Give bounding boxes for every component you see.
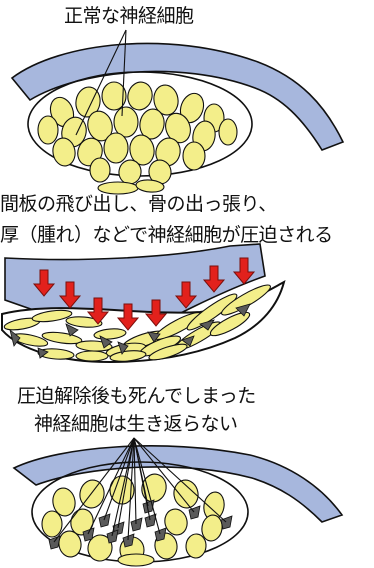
compression-arrow: [144, 299, 168, 327]
normal-neuron-cells: [37, 81, 238, 195]
pointer-line: [133, 437, 195, 513]
dead-neuron-cell: [181, 335, 195, 347]
neuron-cell: [127, 81, 153, 111]
compression-arrow: [116, 303, 140, 331]
pointer-line: [53, 437, 135, 543]
compressed-neuron-cell: [186, 293, 238, 331]
normal-pointer-lines: [75, 29, 127, 136]
neuron-cell: [153, 84, 179, 116]
compressed-neuron-cell: [209, 311, 251, 337]
surviving-neuron-cell: [185, 533, 207, 559]
pointer-line: [117, 437, 135, 529]
surviving-and-dead-cells: [41, 473, 233, 567]
compressed-neuron-cell: [41, 331, 83, 345]
dead-neuron-cell: [235, 303, 251, 317]
dead-neuron-cell: [98, 513, 111, 528]
compression-arrow: [86, 297, 110, 325]
compressed-neuron-cell: [65, 316, 103, 328]
neuron-cell: [165, 112, 191, 144]
dead-neurons-caption-line1: 圧迫解除後も死んでしまった: [17, 385, 256, 407]
dead-cell-pointer-lines: [53, 437, 227, 543]
dead-neuron-cell: [99, 335, 113, 349]
surviving-neuron-cell: [87, 534, 113, 562]
dead-neuron-cell: [106, 529, 119, 544]
neuron-cell: [87, 110, 113, 142]
neuron-cell: [52, 137, 76, 167]
pointer-line: [133, 437, 149, 507]
neuron-cell: [218, 118, 238, 146]
neuron-cell: [75, 86, 101, 118]
compression-arrow: [232, 257, 256, 285]
surviving-neuron-cell: [41, 510, 63, 538]
dead-neuron-cell: [130, 517, 143, 532]
surviving-neuron-cell: [58, 530, 82, 558]
compressed-neuron-cells: [3, 284, 271, 362]
compressed-neuron-cell: [148, 343, 188, 361]
dead-neurons-caption-line2: 神経細胞は生き返らない: [34, 413, 238, 435]
compression-caption-line2: 厚（腫れ）などで神経細胞が圧迫される: [0, 224, 333, 246]
surviving-neuron-cell: [201, 514, 223, 542]
pointer-line: [111, 437, 135, 537]
pointer-line: [133, 437, 227, 523]
normal-nerve-bundle: [10, 29, 345, 195]
compression-arrow: [174, 281, 198, 309]
neuron-cell: [37, 115, 59, 145]
dead-neuron-cell: [65, 323, 79, 337]
post-release-sheath: [12, 445, 344, 523]
surviving-neuron-cell: [173, 479, 199, 509]
dead-neuron-cell: [144, 513, 157, 528]
compressed-neuron-cell: [31, 309, 73, 323]
compression-arrow: [202, 265, 226, 293]
compression-arrow: [58, 281, 82, 309]
neuron-cell: [182, 141, 206, 171]
dead-neuron-cell: [220, 515, 233, 530]
pointer-line: [127, 437, 135, 541]
dead-neuron-cell: [154, 527, 167, 542]
neuron-cell: [103, 132, 129, 164]
dead-neuron-cell: [9, 328, 21, 347]
pointer-line: [87, 437, 135, 535]
compressed-neuron-cell: [75, 350, 109, 362]
compression-caption-line1: 間板の飛び出し、骨の出っ張り、: [0, 193, 277, 215]
neuron-cell: [135, 179, 165, 193]
compression-arrows: [32, 257, 256, 331]
neuron-cell: [97, 181, 139, 195]
pointer-line: [133, 437, 161, 535]
dead-neuron-cell: [199, 319, 215, 331]
dead-neuron-cell: [122, 533, 135, 548]
surviving-neuron-cell: [117, 553, 155, 567]
surviving-neuron-cell: [52, 487, 76, 517]
dead-neuron-cell: [117, 341, 129, 355]
compressed-neuron-cell: [109, 350, 147, 362]
neuron-cell: [89, 157, 111, 183]
dead-neuron-cell: [147, 331, 161, 343]
pointer-line: [133, 437, 137, 525]
normal-neurons-label: 正常な神経細胞: [64, 5, 194, 27]
neuron-cell: [129, 134, 155, 166]
pointer-line: [103, 437, 135, 521]
neuron-cell: [113, 106, 139, 138]
neuron-cell: [101, 81, 127, 111]
post-release-nerve-bundle: [12, 437, 344, 567]
compression-arrow: [32, 269, 56, 297]
compressed-nerve-bundle: [1, 243, 286, 364]
surviving-neuron-cell: [164, 508, 188, 536]
dead-neuron-cell: [37, 347, 49, 359]
dead-neuron-cell: [48, 535, 61, 550]
